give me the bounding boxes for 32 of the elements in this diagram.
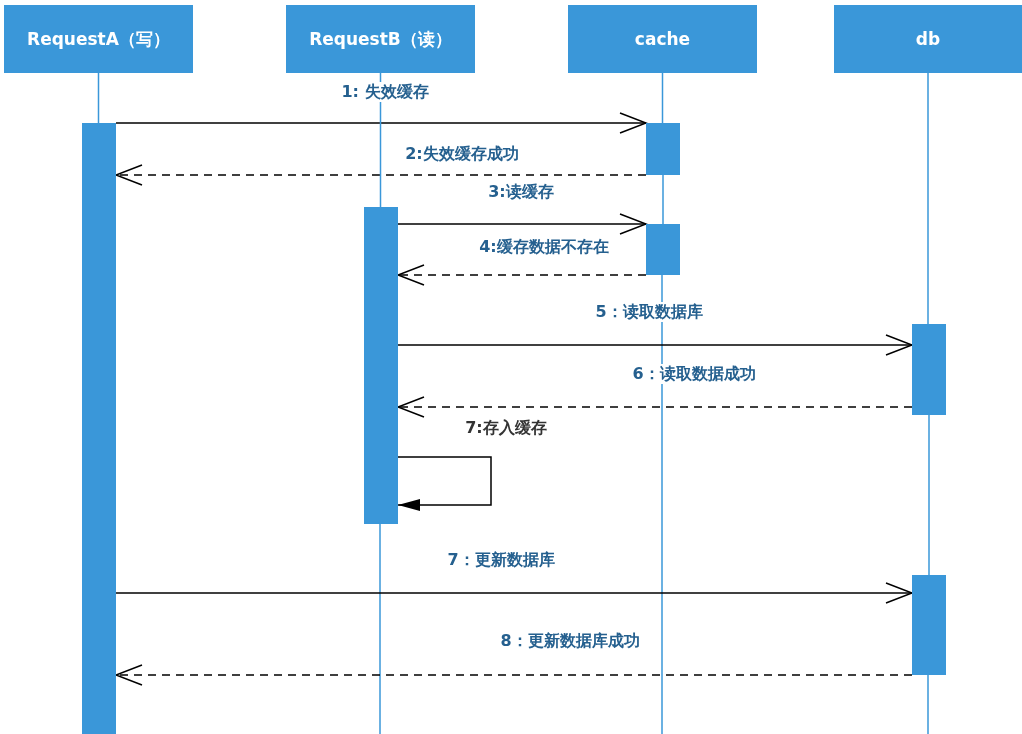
participant-box: RequestB（读） [286, 5, 475, 73]
message-label: 7：更新数据库 [445, 550, 557, 570]
lifeline [661, 72, 664, 124]
message-arrow [397, 264, 647, 286]
message-arrow [115, 164, 647, 186]
message-label: 4:缓存数据不存在 [477, 237, 611, 257]
message-arrow [115, 112, 647, 134]
message-label: 8：更新数据库成功 [498, 631, 642, 651]
message-label: 6：读取数据成功 [630, 364, 758, 384]
activation-bar [912, 575, 946, 675]
activation-bar [364, 207, 398, 524]
lifeline [662, 174, 664, 225]
message-label: 7:存入缓存 [463, 418, 549, 438]
message-arrow [397, 334, 913, 356]
message-arrow [115, 582, 913, 604]
message-label: 2:失效缓存成功 [403, 144, 521, 164]
message-label: 3:读缓存 [486, 182, 556, 202]
message-arrow [397, 456, 492, 511]
lifeline [928, 414, 930, 576]
message-arrow [115, 664, 913, 686]
lifeline [97, 72, 100, 124]
activation-bar [646, 123, 680, 175]
message-label: 5：读取数据库 [593, 302, 705, 322]
participant-box: db [834, 5, 1022, 73]
message-arrow [397, 396, 913, 418]
lifeline [927, 72, 929, 325]
activation-bar [82, 123, 116, 734]
participant-box: RequestA（写） [4, 5, 193, 73]
activation-bar [646, 224, 680, 275]
participant-box: cache [568, 5, 757, 73]
message-arrow [397, 213, 647, 235]
activation-bar [912, 324, 946, 415]
